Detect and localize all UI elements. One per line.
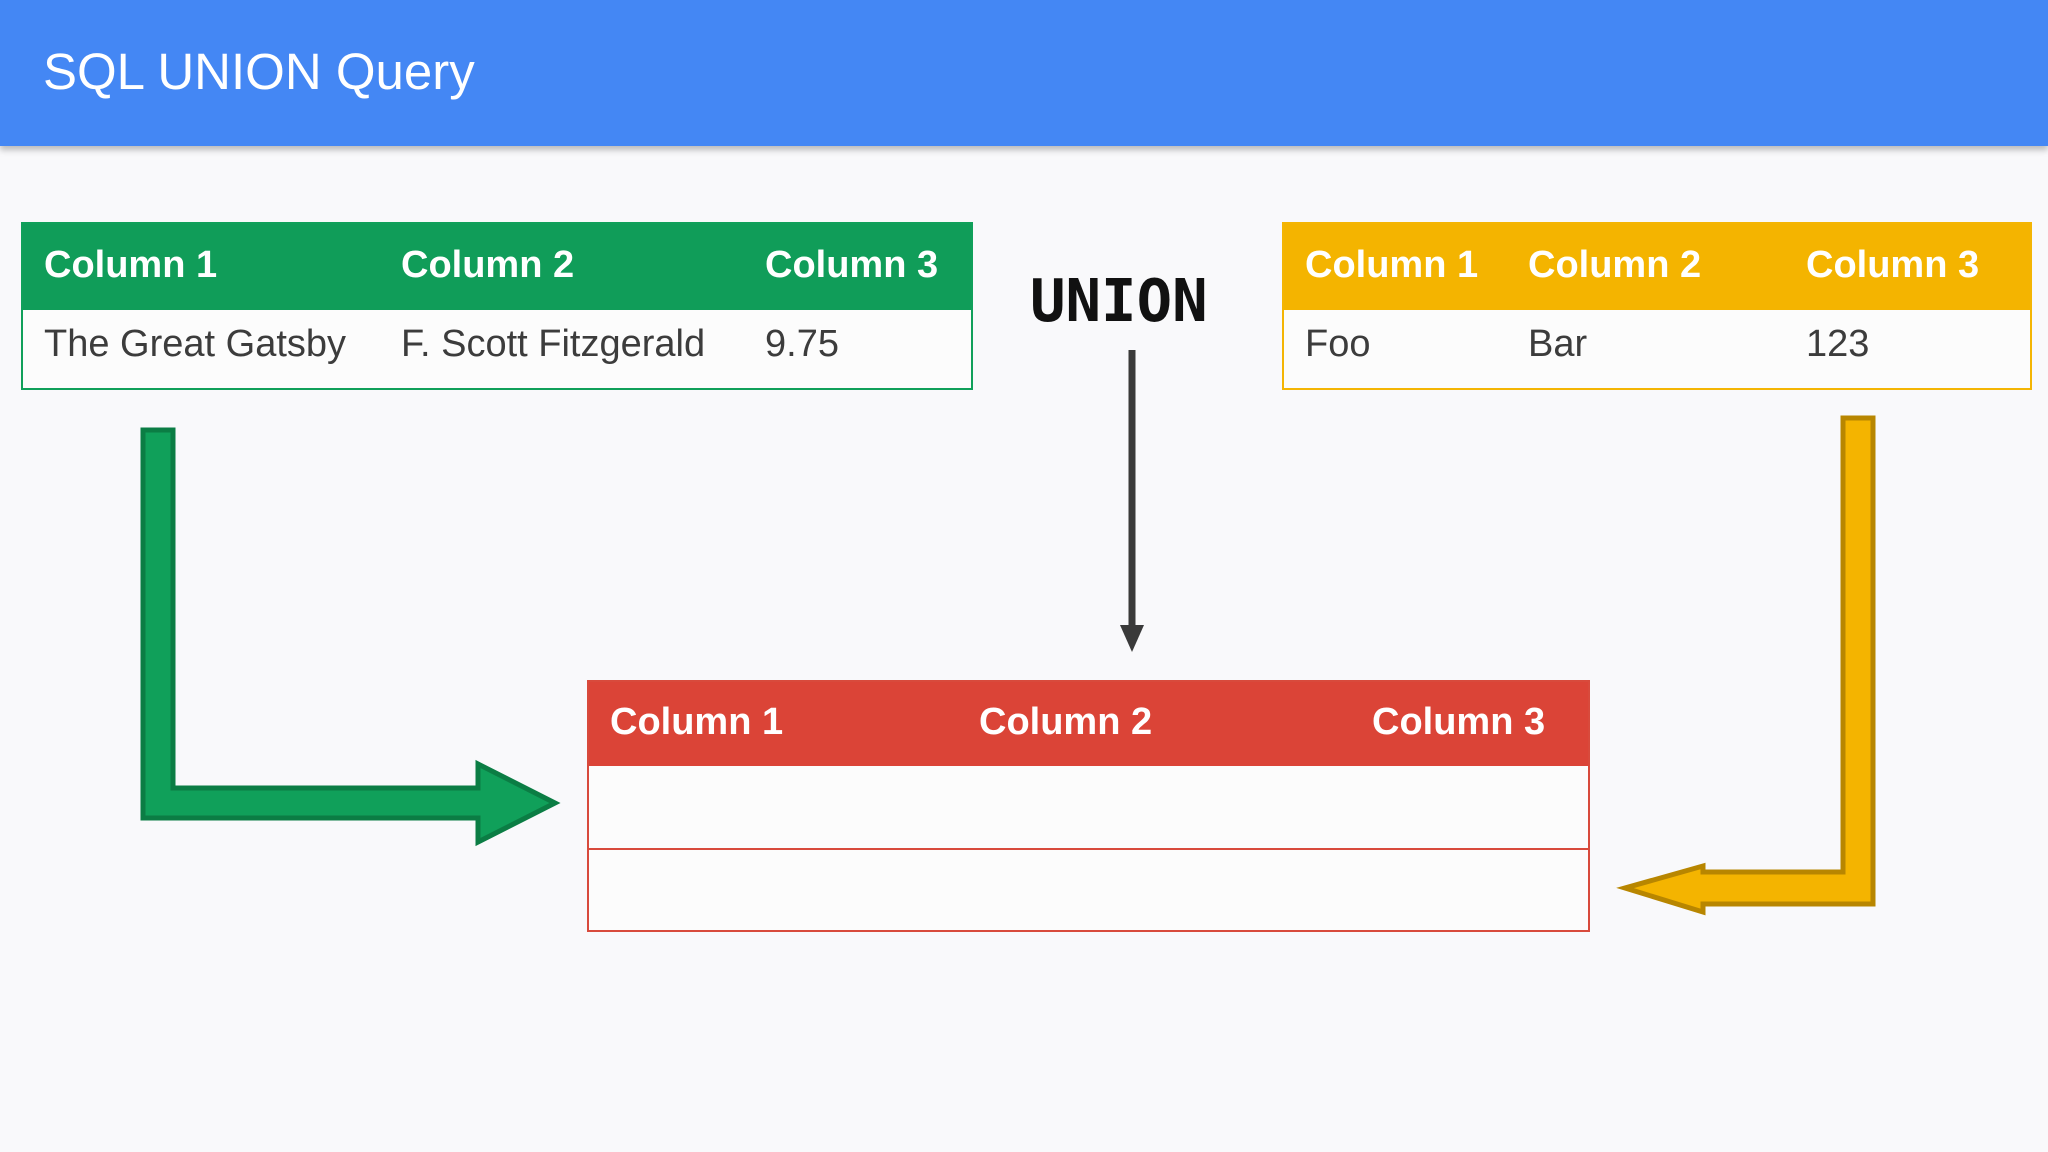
- result-table: Column 1 Column 2 Column 3: [587, 680, 1590, 932]
- result-table-row-divider: [589, 848, 1588, 850]
- left-table-header-col3: Column 3: [765, 244, 939, 286]
- bent-arrow-right-icon: [140, 427, 561, 847]
- right-table: Column 1 Column 2 Column 3 Foo Bar 123: [1282, 222, 2032, 390]
- slide-header: SQL UNION Query: [0, 0, 2048, 146]
- right-table-header-col2: Column 2: [1528, 244, 1702, 286]
- result-table-header-col3: Column 3: [1372, 701, 1546, 743]
- bent-arrow-left-icon: [1616, 415, 1876, 916]
- result-table-header-col1: Column 1: [610, 701, 784, 743]
- left-table-header: Column 1 Column 2 Column 3: [23, 224, 971, 310]
- left-table-header-col1: Column 1: [44, 244, 218, 286]
- result-table-header-col2: Column 2: [979, 701, 1153, 743]
- slide-title: SQL UNION Query: [43, 43, 475, 100]
- right-table-cell: 123: [1806, 323, 1870, 365]
- right-table-header: Column 1 Column 2 Column 3: [1284, 224, 2030, 310]
- left-table-header-col2: Column 2: [401, 244, 575, 286]
- left-table-cell: 9.75: [765, 323, 839, 365]
- right-table-cell: Foo: [1305, 323, 1371, 365]
- left-table-cell: F. Scott Fitzgerald: [401, 323, 706, 365]
- union-label: UNION: [1030, 266, 1208, 335]
- right-table-cell: Bar: [1528, 323, 1588, 365]
- left-table-cell: The Great Gatsby: [44, 323, 347, 365]
- result-table-header: Column 1 Column 2 Column 3: [589, 682, 1588, 766]
- left-table: Column 1 Column 2 Column 3 The Great Gat…: [21, 222, 973, 390]
- right-table-header-col3: Column 3: [1806, 244, 1980, 286]
- right-table-header-col1: Column 1: [1305, 244, 1479, 286]
- arrow-down-icon: [1120, 350, 1144, 652]
